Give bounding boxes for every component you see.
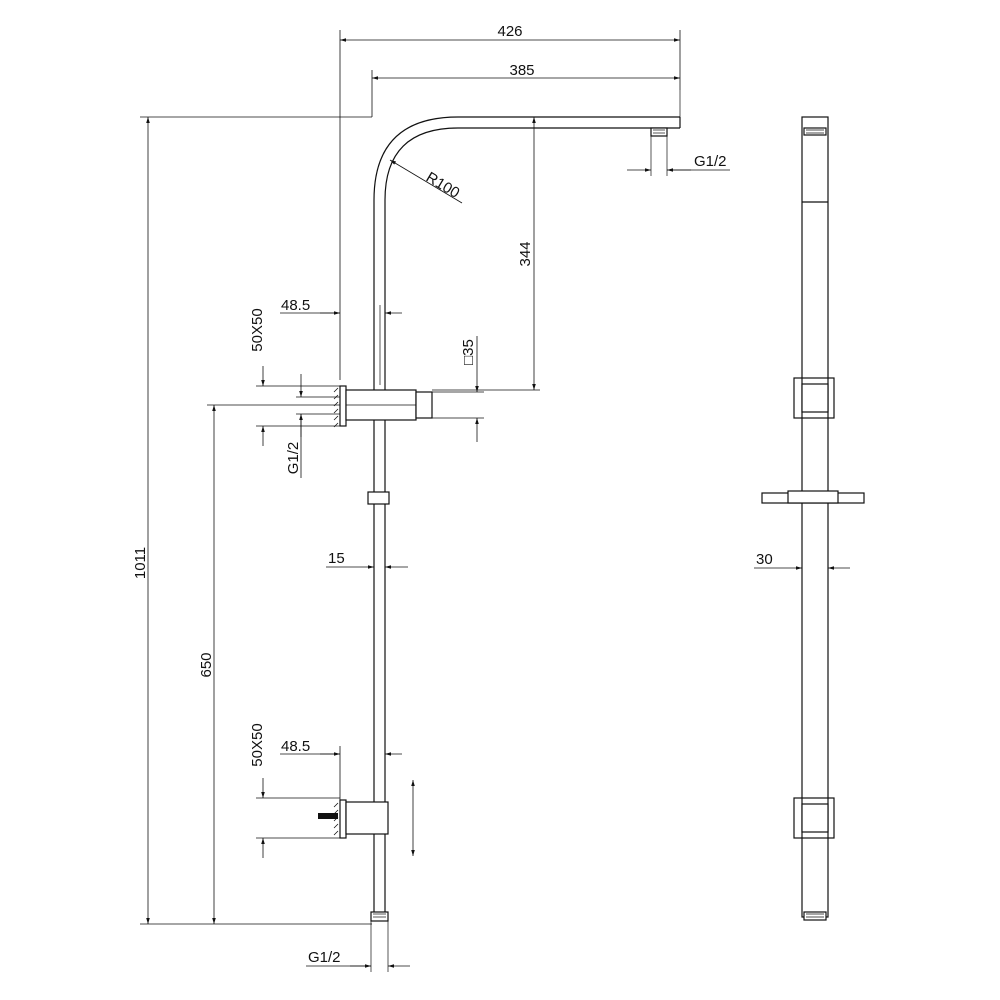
front-view [296, 90, 681, 972]
dimension-lines [140, 30, 850, 968]
label-48-5-lower: 48.5 [281, 738, 310, 755]
lower-wall-bracket [318, 799, 389, 839]
slider-collar [367, 491, 390, 505]
label-1011: 1011 [132, 547, 149, 579]
bottom-thread-connector [370, 911, 389, 972]
riser-tube [373, 200, 386, 912]
head-thread-connector [650, 127, 668, 176]
dimension-labels: 426 385 R100 G1/2 344 48.5 50X50 □35 G1/… [132, 23, 773, 966]
label-50x50-lower: 50X50 [249, 723, 266, 766]
upper-wall-bracket [296, 385, 433, 428]
label-15: 15 [328, 550, 345, 567]
label-r100: R100 [423, 169, 462, 202]
label-650: 650 [198, 652, 215, 677]
label-g12-bottom: G1/2 [308, 949, 341, 966]
label-48-5-upper: 48.5 [281, 297, 310, 314]
label-g12-inlet: G1/2 [285, 442, 302, 475]
label-30: 30 [756, 551, 773, 568]
side-view [761, 116, 865, 921]
label-426: 426 [497, 23, 522, 40]
label-385: 385 [509, 62, 534, 79]
label-344: 344 [517, 241, 534, 266]
label-sq35: □35 [460, 339, 477, 365]
shower-arm [373, 90, 681, 201]
label-50x50-upper: 50X50 [249, 308, 266, 351]
label-g12-head: G1/2 [694, 153, 727, 170]
